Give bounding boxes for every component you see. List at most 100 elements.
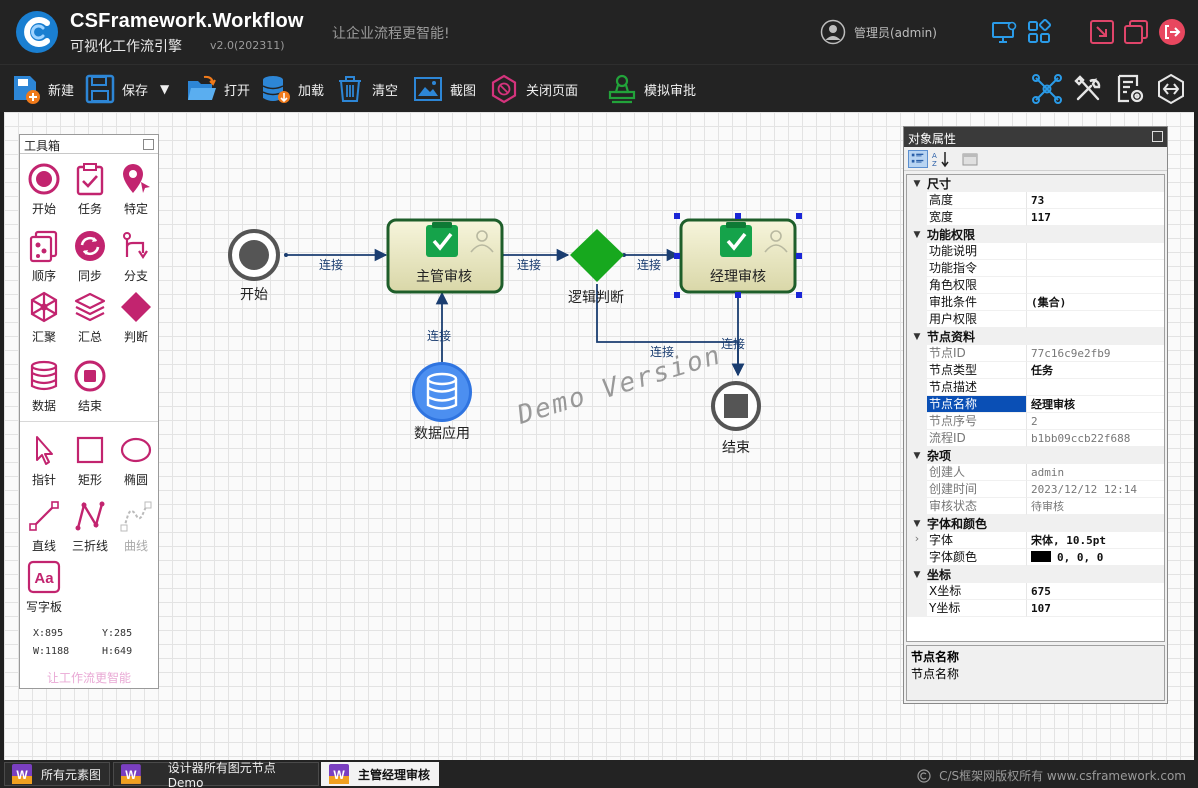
load-button[interactable]: 加载 bbox=[260, 71, 324, 107]
tab-designer-demo[interactable]: W 设计器所有图元节点Demo bbox=[113, 761, 319, 788]
property-row[interactable]: 审批条件(集合) bbox=[907, 294, 1164, 311]
property-value[interactable] bbox=[1027, 379, 1164, 396]
data-application-node[interactable] bbox=[412, 362, 472, 422]
tool-specific[interactable]: 特定 bbox=[113, 162, 159, 217]
monitor-settings-icon[interactable] bbox=[990, 18, 1018, 46]
property-value[interactable]: 待审核 bbox=[1027, 498, 1164, 515]
close-page-button[interactable]: 关闭页面 bbox=[488, 71, 578, 107]
hexagon-network-icon[interactable] bbox=[1154, 72, 1188, 106]
property-value[interactable]: 经理审核 bbox=[1027, 396, 1164, 413]
property-category[interactable]: ▼功能权限 bbox=[907, 226, 1164, 243]
property-value[interactable]: admin bbox=[1027, 464, 1164, 481]
property-row[interactable]: 节点类型任务 bbox=[907, 362, 1164, 379]
tool-ellipse[interactable]: 椭圆 bbox=[113, 433, 159, 488]
property-category[interactable]: ▼坐标 bbox=[907, 566, 1164, 583]
tool-polyline[interactable]: 三折线 bbox=[67, 499, 113, 554]
network-nodes-icon[interactable] bbox=[1030, 72, 1064, 106]
minimize-window-icon[interactable] bbox=[1088, 18, 1116, 46]
tool-sync[interactable]: 同步 bbox=[67, 229, 113, 284]
property-value[interactable]: b1bb09ccb22f688 bbox=[1027, 430, 1164, 447]
supervisor-review-node[interactable] bbox=[386, 218, 504, 294]
property-value[interactable]: 117 bbox=[1027, 209, 1164, 226]
screenshot-button[interactable]: 截图 bbox=[412, 71, 476, 107]
tool-rectangle[interactable]: 矩形 bbox=[67, 433, 113, 488]
collapse-caret-icon[interactable]: ▼ bbox=[913, 331, 921, 342]
pin-icon[interactable] bbox=[143, 139, 154, 150]
tool-text-board[interactable]: Aa 写字板 bbox=[21, 560, 67, 615]
property-row[interactable]: 审核状态待审核 bbox=[907, 498, 1164, 515]
simulate-approval-button[interactable]: 模拟审批 bbox=[606, 71, 696, 107]
tool-curve[interactable]: 曲线 bbox=[113, 499, 159, 554]
property-row[interactable]: ›字体宋体, 10.5pt bbox=[907, 532, 1164, 549]
tool-task[interactable]: 任务 bbox=[67, 162, 113, 217]
tools-wrench-icon[interactable] bbox=[1071, 72, 1105, 106]
clear-button[interactable]: 清空 bbox=[334, 71, 398, 107]
end-node[interactable] bbox=[711, 381, 761, 431]
property-value[interactable]: 任务 bbox=[1027, 362, 1164, 379]
exit-icon[interactable] bbox=[1158, 18, 1186, 46]
property-value[interactable]: 77c16c9e2fb9 bbox=[1027, 345, 1164, 362]
property-row[interactable]: 节点名称经理审核 bbox=[907, 396, 1164, 413]
property-value[interactable]: 0, 0, 0 bbox=[1027, 549, 1164, 566]
save-dropdown-chevron-icon[interactable]: ▼ bbox=[160, 82, 170, 96]
property-value[interactable]: 107 bbox=[1027, 600, 1164, 617]
property-value[interactable]: 2 bbox=[1027, 413, 1164, 430]
property-value[interactable] bbox=[1027, 311, 1164, 328]
expand-chevron-icon[interactable]: › bbox=[907, 532, 927, 549]
property-value[interactable]: 2023/12/12 12:14 bbox=[1027, 481, 1164, 498]
tool-start[interactable]: 开始 bbox=[21, 162, 67, 217]
property-row[interactable]: 用户权限 bbox=[907, 311, 1164, 328]
tool-sequence[interactable]: 顺序 bbox=[21, 229, 67, 284]
logic-decision-node[interactable] bbox=[570, 229, 624, 282]
property-row[interactable]: 角色权限 bbox=[907, 277, 1164, 294]
workflow-diagram[interactable] bbox=[4, 112, 1194, 760]
property-row[interactable]: 节点描述 bbox=[907, 379, 1164, 396]
open-button[interactable]: 打开 bbox=[186, 71, 250, 107]
tab-all-elements[interactable]: W 所有元素图 bbox=[4, 762, 111, 786]
restore-window-icon[interactable] bbox=[1122, 18, 1150, 46]
property-value[interactable]: 73 bbox=[1027, 192, 1164, 209]
property-row[interactable]: 功能指令 bbox=[907, 260, 1164, 277]
collapse-caret-icon[interactable]: ▼ bbox=[913, 518, 921, 529]
categorized-view-icon[interactable] bbox=[908, 150, 928, 168]
tool-end[interactable]: 结束 bbox=[67, 359, 113, 414]
tool-branch[interactable]: 分支 bbox=[113, 229, 159, 284]
tab-supervisor-manager-review[interactable]: W 主管经理审核 bbox=[321, 762, 440, 786]
collapse-caret-icon[interactable]: ▼ bbox=[913, 450, 921, 461]
property-row[interactable]: 功能说明 bbox=[907, 243, 1164, 260]
tool-pointer[interactable]: 指针 bbox=[21, 433, 67, 488]
collapse-caret-icon[interactable]: ▼ bbox=[913, 229, 921, 240]
property-pages-icon[interactable] bbox=[960, 150, 980, 168]
new-button[interactable]: 新建 bbox=[10, 71, 74, 107]
property-value[interactable]: 宋体, 10.5pt bbox=[1027, 532, 1164, 549]
apps-grid-icon[interactable] bbox=[1025, 18, 1053, 46]
property-category[interactable]: ▼尺寸 bbox=[907, 175, 1164, 192]
document-settings-icon[interactable] bbox=[1113, 72, 1147, 106]
alphabetical-sort-icon[interactable]: A Z bbox=[931, 150, 951, 168]
user-name[interactable]: 管理员(admin) bbox=[854, 26, 937, 40]
property-value[interactable] bbox=[1027, 243, 1164, 260]
tool-decision[interactable]: 判断 bbox=[113, 290, 159, 345]
tool-converge[interactable]: 汇聚 bbox=[21, 290, 67, 345]
property-category[interactable]: ▼节点资料 bbox=[907, 328, 1164, 345]
tool-line[interactable]: 直线 bbox=[21, 499, 67, 554]
property-value[interactable] bbox=[1027, 260, 1164, 277]
start-node[interactable] bbox=[228, 229, 280, 281]
pin-icon[interactable] bbox=[1152, 131, 1163, 142]
collapse-caret-icon[interactable]: ▼ bbox=[913, 178, 921, 189]
selection-handles[interactable] bbox=[674, 213, 802, 298]
collapse-caret-icon[interactable]: ▼ bbox=[913, 569, 921, 580]
tool-data[interactable]: 数据 bbox=[21, 359, 67, 414]
property-category[interactable]: ▼杂项 bbox=[907, 447, 1164, 464]
